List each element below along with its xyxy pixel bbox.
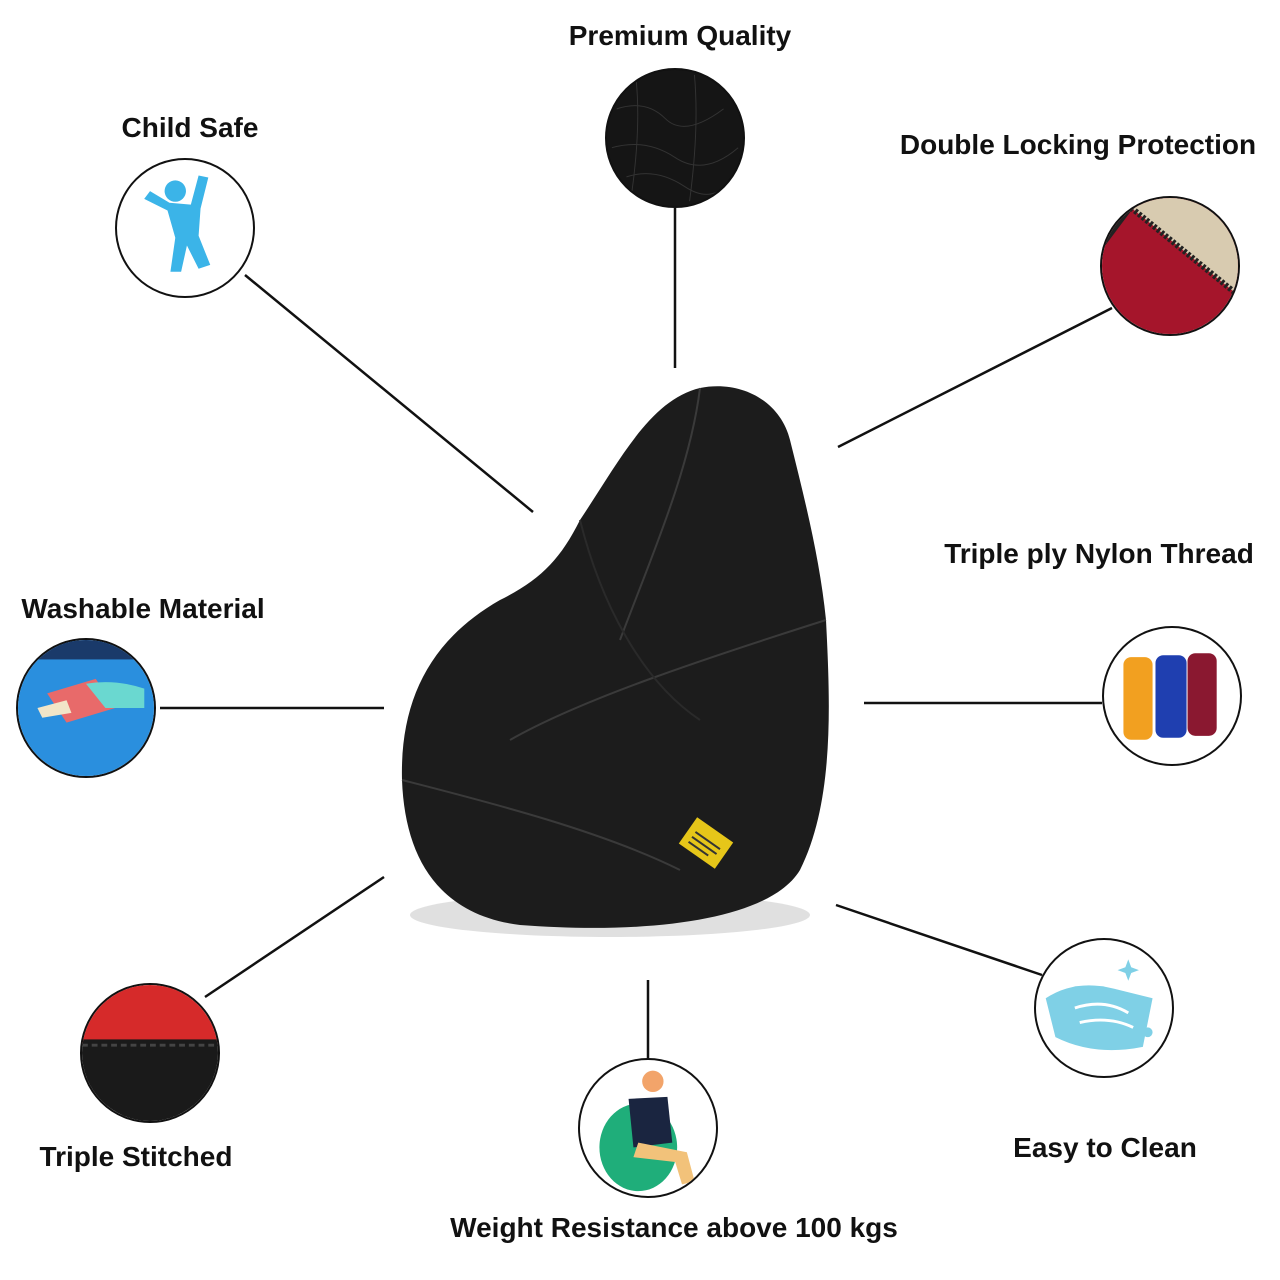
label-easy-to-clean: Easy to Clean	[1013, 1132, 1197, 1163]
child-icon	[115, 158, 255, 298]
label-washable: Washable Material	[21, 593, 265, 624]
product-tag	[678, 817, 734, 869]
bean-bag-image	[401, 386, 829, 937]
label-premium-quality: Premium Quality	[568, 20, 792, 51]
thread-spools-icon	[1102, 626, 1242, 766]
label-triple-stitched: Triple Stitched	[39, 1141, 233, 1172]
cleaning-hand-icon	[1034, 938, 1174, 1078]
label-child-safe: Child Safe	[121, 112, 259, 143]
zipper-icon	[1100, 196, 1240, 336]
connector-lines	[160, 208, 1113, 1058]
stitching-icon	[80, 983, 220, 1123]
label-weight-resistance: Weight Resistance above 100 kgs	[450, 1212, 898, 1243]
label-double-locking: Double Locking Protection	[899, 129, 1257, 160]
label-nylon-thread: Triple ply Nylon Thread	[944, 538, 1254, 569]
washing-hand-icon	[16, 638, 156, 778]
leather-texture-icon	[605, 68, 745, 208]
person-sitting-icon	[578, 1058, 718, 1198]
